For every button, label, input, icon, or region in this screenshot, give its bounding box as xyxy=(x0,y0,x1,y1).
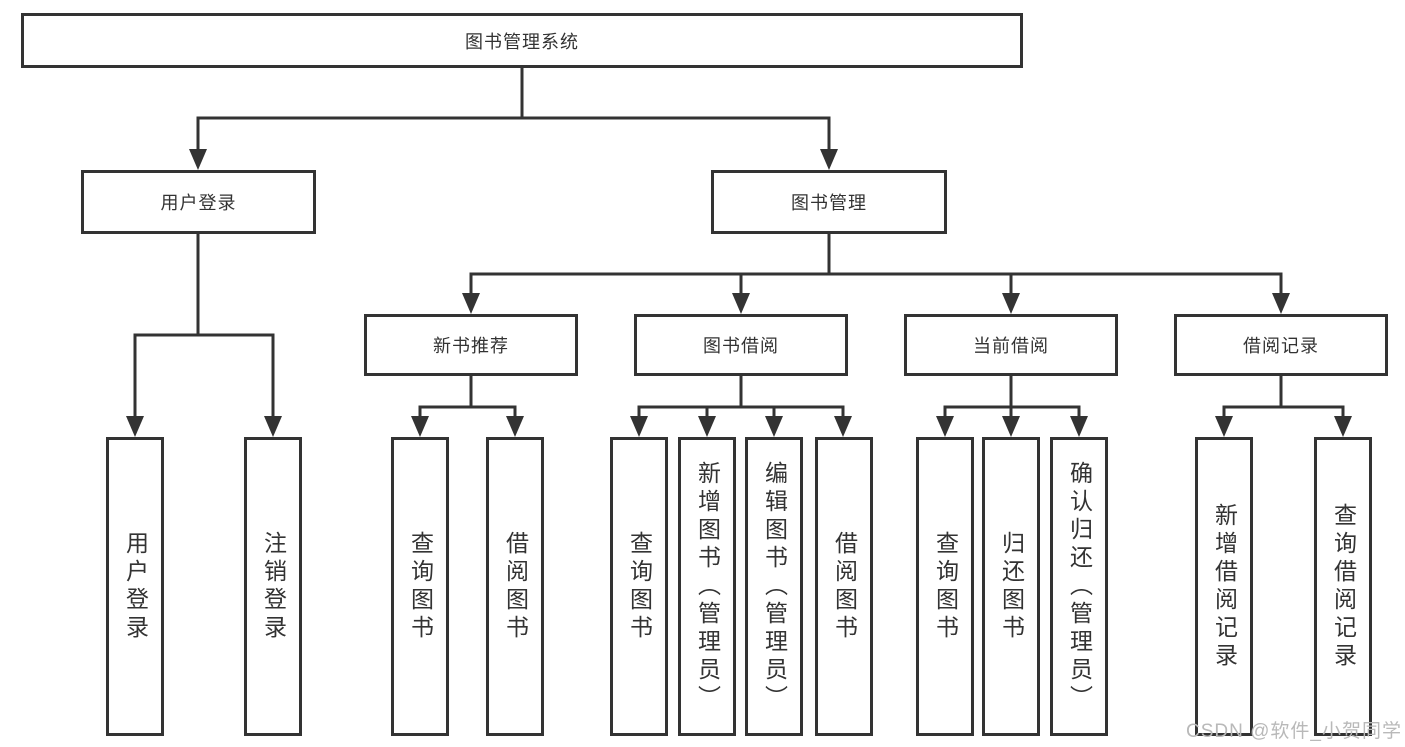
leaf-query-books-1: 查询图书 xyxy=(391,437,449,736)
leaf-add-borrow-record: 新增借阅记录 xyxy=(1195,437,1253,736)
node-current-borrow: 当前借阅 xyxy=(904,314,1118,376)
leaf-add-books-admin: 新增图书（管理员） xyxy=(678,437,736,736)
leaf-edit-books-admin: 编辑图书（管理员） xyxy=(745,437,803,736)
leaf-query-books-3: 查询图书 xyxy=(916,437,974,736)
leaf-query-borrow-record: 查询借阅记录 xyxy=(1314,437,1372,736)
leaf-borrow-books-1: 借阅图书 xyxy=(486,437,544,736)
leaf-borrow-books-2: 借阅图书 xyxy=(815,437,873,736)
node-book-borrow: 图书借阅 xyxy=(634,314,848,376)
csdn-watermark: CSDN @软件_小贺同学 xyxy=(1186,721,1402,742)
leaf-return-books: 归还图书 xyxy=(982,437,1040,736)
node-user-login: 用户登录 xyxy=(81,170,316,234)
node-book-management: 图书管理 xyxy=(711,170,947,234)
node-borrow-record: 借阅记录 xyxy=(1174,314,1388,376)
node-new-book-recommend: 新书推荐 xyxy=(364,314,578,376)
leaf-confirm-return-admin: 确认归还（管理员） xyxy=(1050,437,1108,736)
node-library-management-system: 图书管理系统 xyxy=(21,13,1023,68)
leaf-user-login: 用户登录 xyxy=(106,437,164,736)
leaf-query-books-2: 查询图书 xyxy=(610,437,668,736)
leaf-logout: 注销登录 xyxy=(244,437,302,736)
